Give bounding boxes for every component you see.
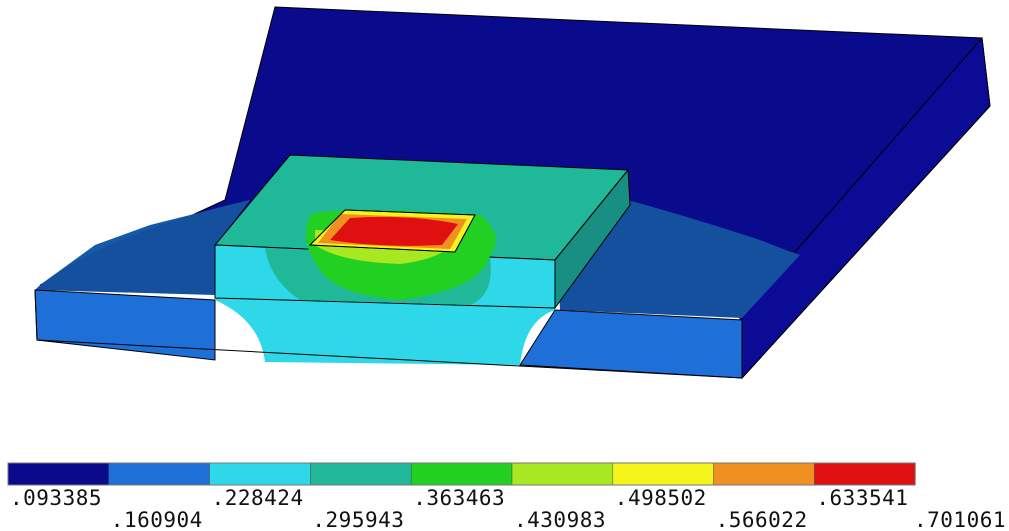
legend-swatch-5	[410, 462, 513, 486]
plate-front-face-left	[34, 289, 216, 361]
legend-value-label-5: .363463	[413, 486, 505, 510]
legend-value-label-4: .295943	[312, 508, 404, 531]
legend-swatch-9	[814, 462, 916, 486]
legend-value-label-2: .160904	[111, 508, 203, 531]
plate-right-top-band	[557, 200, 800, 318]
plate-left-top-band	[35, 200, 250, 295]
legend-value-labels: .093385 .160904 .228424 .295943 .363463 .4309…	[10, 486, 1006, 531]
color-legend: .093385 .160904 .228424 .295943 .363463 .4309…	[7, 462, 1006, 531]
legend-swatch-8	[713, 462, 815, 486]
legend-value-label-3: .228424	[212, 486, 304, 510]
heat-source-outline	[308, 209, 476, 253]
legend-value-label-9: .633541	[816, 486, 908, 510]
legend-value-label-6: .430983	[514, 508, 606, 531]
heat-zone-red-core	[330, 216, 458, 246]
legend-swatch-4	[310, 462, 412, 486]
legend-swatch-1	[7, 462, 110, 486]
legend-bar-outline	[7, 462, 916, 486]
plate-outline-edges	[34, 105, 991, 379]
legend-color-bar	[7, 462, 916, 486]
legend-swatch-7	[612, 462, 714, 486]
legend-value-label-7: .498502	[615, 486, 707, 510]
legend-swatch-3	[209, 462, 311, 486]
legend-value-label-8: .566022	[716, 508, 808, 531]
legend-swatch-6	[511, 462, 614, 486]
legend-value-label-1: .093385	[10, 486, 102, 510]
legend-value-label-10: .701061	[914, 508, 1006, 531]
legend-swatch-2	[108, 462, 210, 486]
